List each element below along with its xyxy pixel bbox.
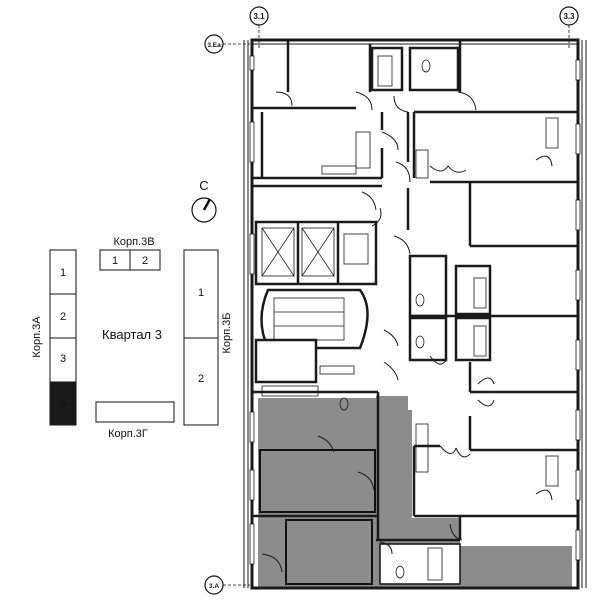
korp-3v-section-2: 2 — [142, 255, 148, 267]
korp-3g-label: Корп.3Г — [108, 428, 148, 440]
fixtures — [261, 55, 559, 581]
highlighted-apartment — [258, 396, 572, 588]
axis-label-left-upper: 3.Ea — [207, 42, 221, 49]
windows — [249, 55, 581, 565]
key-plan: 1 2 3 4 Корп.3А Корп.3В 1 2 Квартал 3 1 … — [31, 236, 233, 440]
korp-3b-section-1: 1 — [198, 287, 204, 299]
korp-3a-section-4: 4 — [60, 397, 66, 409]
axis-label-top-left: 3.1 — [253, 12, 265, 21]
block-label: Квартал 3 — [102, 327, 162, 342]
axis-label-left-lower: 3.A — [209, 583, 219, 590]
korp-3a-section-1: 1 — [60, 267, 66, 279]
korp-3v-section-1: 1 — [112, 255, 118, 267]
korp-3b-section-2: 2 — [198, 373, 204, 385]
korp-3b-label: Корп.3Б — [221, 313, 233, 354]
key-section-highlighted — [50, 382, 76, 425]
compass-letter: C — [199, 178, 208, 193]
building-outline — [243, 38, 587, 590]
interior-walls — [252, 40, 578, 542]
korp-3a-section-3: 3 — [60, 353, 66, 365]
door-swings — [261, 91, 553, 573]
axis-label-top-right: 3.3 — [563, 12, 575, 21]
korp-3a-section-2: 2 — [60, 311, 66, 323]
korp-3v-label: Корп.3В — [113, 236, 154, 248]
korp-3a-label: Корп.3А — [31, 316, 43, 358]
compass: C — [191, 178, 217, 223]
axis-markers: 3.1 3.3 3.Ea 3.A — [204, 6, 579, 595]
